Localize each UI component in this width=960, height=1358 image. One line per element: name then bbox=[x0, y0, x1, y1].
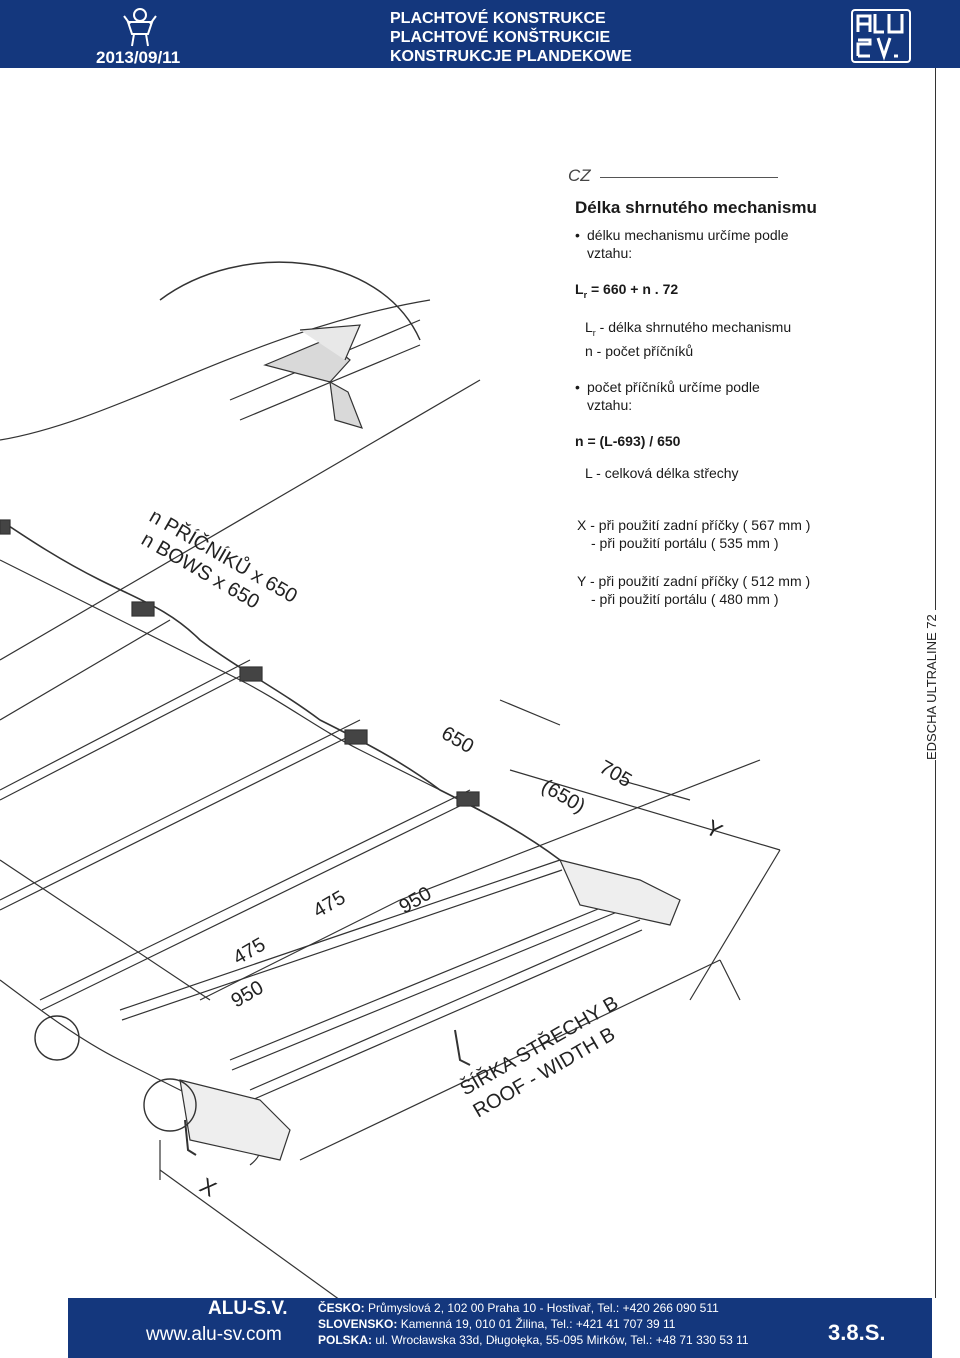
dim-label-705: 705 bbox=[596, 756, 636, 792]
dim-950-line bbox=[399, 759, 761, 901]
header-title-pl: KONSTRUKCJE PLANDEKOWE bbox=[390, 48, 632, 65]
footer-cz-text: Průmyslová 2, 102 00 Praha 10 - Hostivař… bbox=[368, 1301, 719, 1315]
footer-cz-label: ČESKO: bbox=[318, 1301, 365, 1315]
description-block: Délka shrnutého mechanismu délku mechani… bbox=[575, 198, 905, 608]
page-footer: ALU-S.V. www.alu-sv.com ČESKO: Průmyslov… bbox=[68, 1298, 932, 1358]
dim-label-475-b: 475 bbox=[310, 887, 350, 923]
footer-addresses: ČESKO: Průmyslová 2, 102 00 Praha 10 - H… bbox=[318, 1300, 749, 1348]
footer-pl-text: ul. Wrocławska 33d, Długołęka, 55-095 Mi… bbox=[375, 1333, 749, 1347]
definition-lr-symbol: L bbox=[585, 318, 593, 335]
header-title-sk: PLACHTOVÉ KONŠTRUKCIE bbox=[390, 29, 611, 46]
definition-lr: Lr - délka shrnutého mechanismu bbox=[575, 318, 905, 342]
formula-length: Lr = 660 + n . 72 bbox=[575, 280, 905, 304]
alu-sv-logo bbox=[851, 9, 911, 63]
x-line-1: X - při použití zadní příčky ( 567 mm ) bbox=[577, 516, 811, 533]
dim-label-x: X bbox=[196, 1173, 221, 1202]
dim-475-lines bbox=[0, 859, 401, 1001]
footer-address-sk: SLOVENSKO: Kamenná 19, 010 01 Žilina, Te… bbox=[318, 1316, 749, 1332]
rear-end-plate bbox=[558, 859, 681, 926]
mechanism-drawing: n PŘÍČNÍKŮ x 650 n BOWS x 650 650 (650) … bbox=[0, 261, 781, 1298]
definition-l: L - celková délka střechy bbox=[585, 464, 739, 481]
side-label-mask bbox=[923, 610, 947, 760]
document-date: 2013/09/11 bbox=[96, 48, 181, 67]
bullet-bow-count: počet příčníků určíme podle vztahu: bbox=[575, 378, 797, 414]
formula-length-expression: = 660 + n . 72 bbox=[587, 281, 679, 297]
section-title: Délka shrnutého mechanismu bbox=[575, 198, 817, 217]
footer-pl-label: POLSKA: bbox=[318, 1333, 372, 1347]
page-header: 2013/09/11 PLACHTOVÉ KONSTRUKCE PLACHTOV… bbox=[0, 0, 960, 68]
footer-website-link[interactable]: www.alu-sv.com bbox=[146, 1324, 282, 1345]
bullet-mechanism-length: délku mechanismu určíme podle vztahu: bbox=[575, 226, 817, 262]
dim-705-line bbox=[509, 769, 781, 851]
detail-callout-circle-2 bbox=[143, 1078, 197, 1132]
dim-label-650-paren: (650) bbox=[538, 775, 589, 817]
definition-lr-subscript: r bbox=[592, 327, 596, 338]
language-tag-rule bbox=[600, 177, 778, 178]
formula-length-subscript: r bbox=[583, 289, 588, 300]
x-line-2: - při použití portálu ( 535 mm ) bbox=[591, 534, 779, 551]
page-number: 3.8.S. bbox=[828, 1320, 886, 1345]
footer-sk-label: SLOVENSKO: bbox=[318, 1317, 398, 1331]
y-line-2: - při použití portálu ( 480 mm ) bbox=[591, 590, 779, 607]
dim-label-475-a: 475 bbox=[230, 934, 270, 970]
definition-lr-text: - délka shrnutého mechanismu bbox=[595, 318, 792, 335]
dim-y-line bbox=[619, 779, 691, 801]
dim-width-line bbox=[299, 959, 721, 1161]
detail-callout-circle bbox=[34, 1015, 80, 1061]
dim-650-line bbox=[499, 699, 561, 726]
footer-sk-text: Kamenná 19, 010 01 Žilina, Tel.: +421 41… bbox=[400, 1317, 676, 1331]
formula-bow-count: n = (L-693) / 650 bbox=[575, 432, 681, 449]
dim-x-line bbox=[159, 1169, 339, 1298]
header-title-cz: PLACHTOVÉ KONSTRUKCE bbox=[390, 10, 606, 27]
dim-label-650: 650 bbox=[438, 722, 478, 758]
detail-inset-outline bbox=[159, 261, 421, 341]
front-end-plate bbox=[179, 1079, 291, 1161]
mascot-icon bbox=[123, 8, 157, 47]
footer-address-cz: ČESKO: Průmyslová 2, 102 00 Praha 10 - H… bbox=[318, 1300, 749, 1316]
dim-label-y: Y bbox=[702, 815, 727, 844]
language-tag: CZ bbox=[568, 166, 591, 185]
footer-brand: ALU-S.V. bbox=[208, 1298, 288, 1319]
detail-inset-frame bbox=[0, 299, 431, 441]
formula-length-symbol: L bbox=[575, 281, 584, 297]
y-line-1: Y - při použití zadní příčky ( 512 mm ) bbox=[577, 572, 811, 589]
definition-n: n - počet příčníků bbox=[585, 342, 694, 359]
header-titles: PLACHTOVÉ KONSTRUKCE PLACHTOVÉ KONŠTRUKC… bbox=[390, 9, 632, 66]
footer-address-pl: POLSKA: ul. Wrocławska 33d, Długołęka, 5… bbox=[318, 1332, 749, 1348]
detail-bracket bbox=[263, 339, 351, 383]
